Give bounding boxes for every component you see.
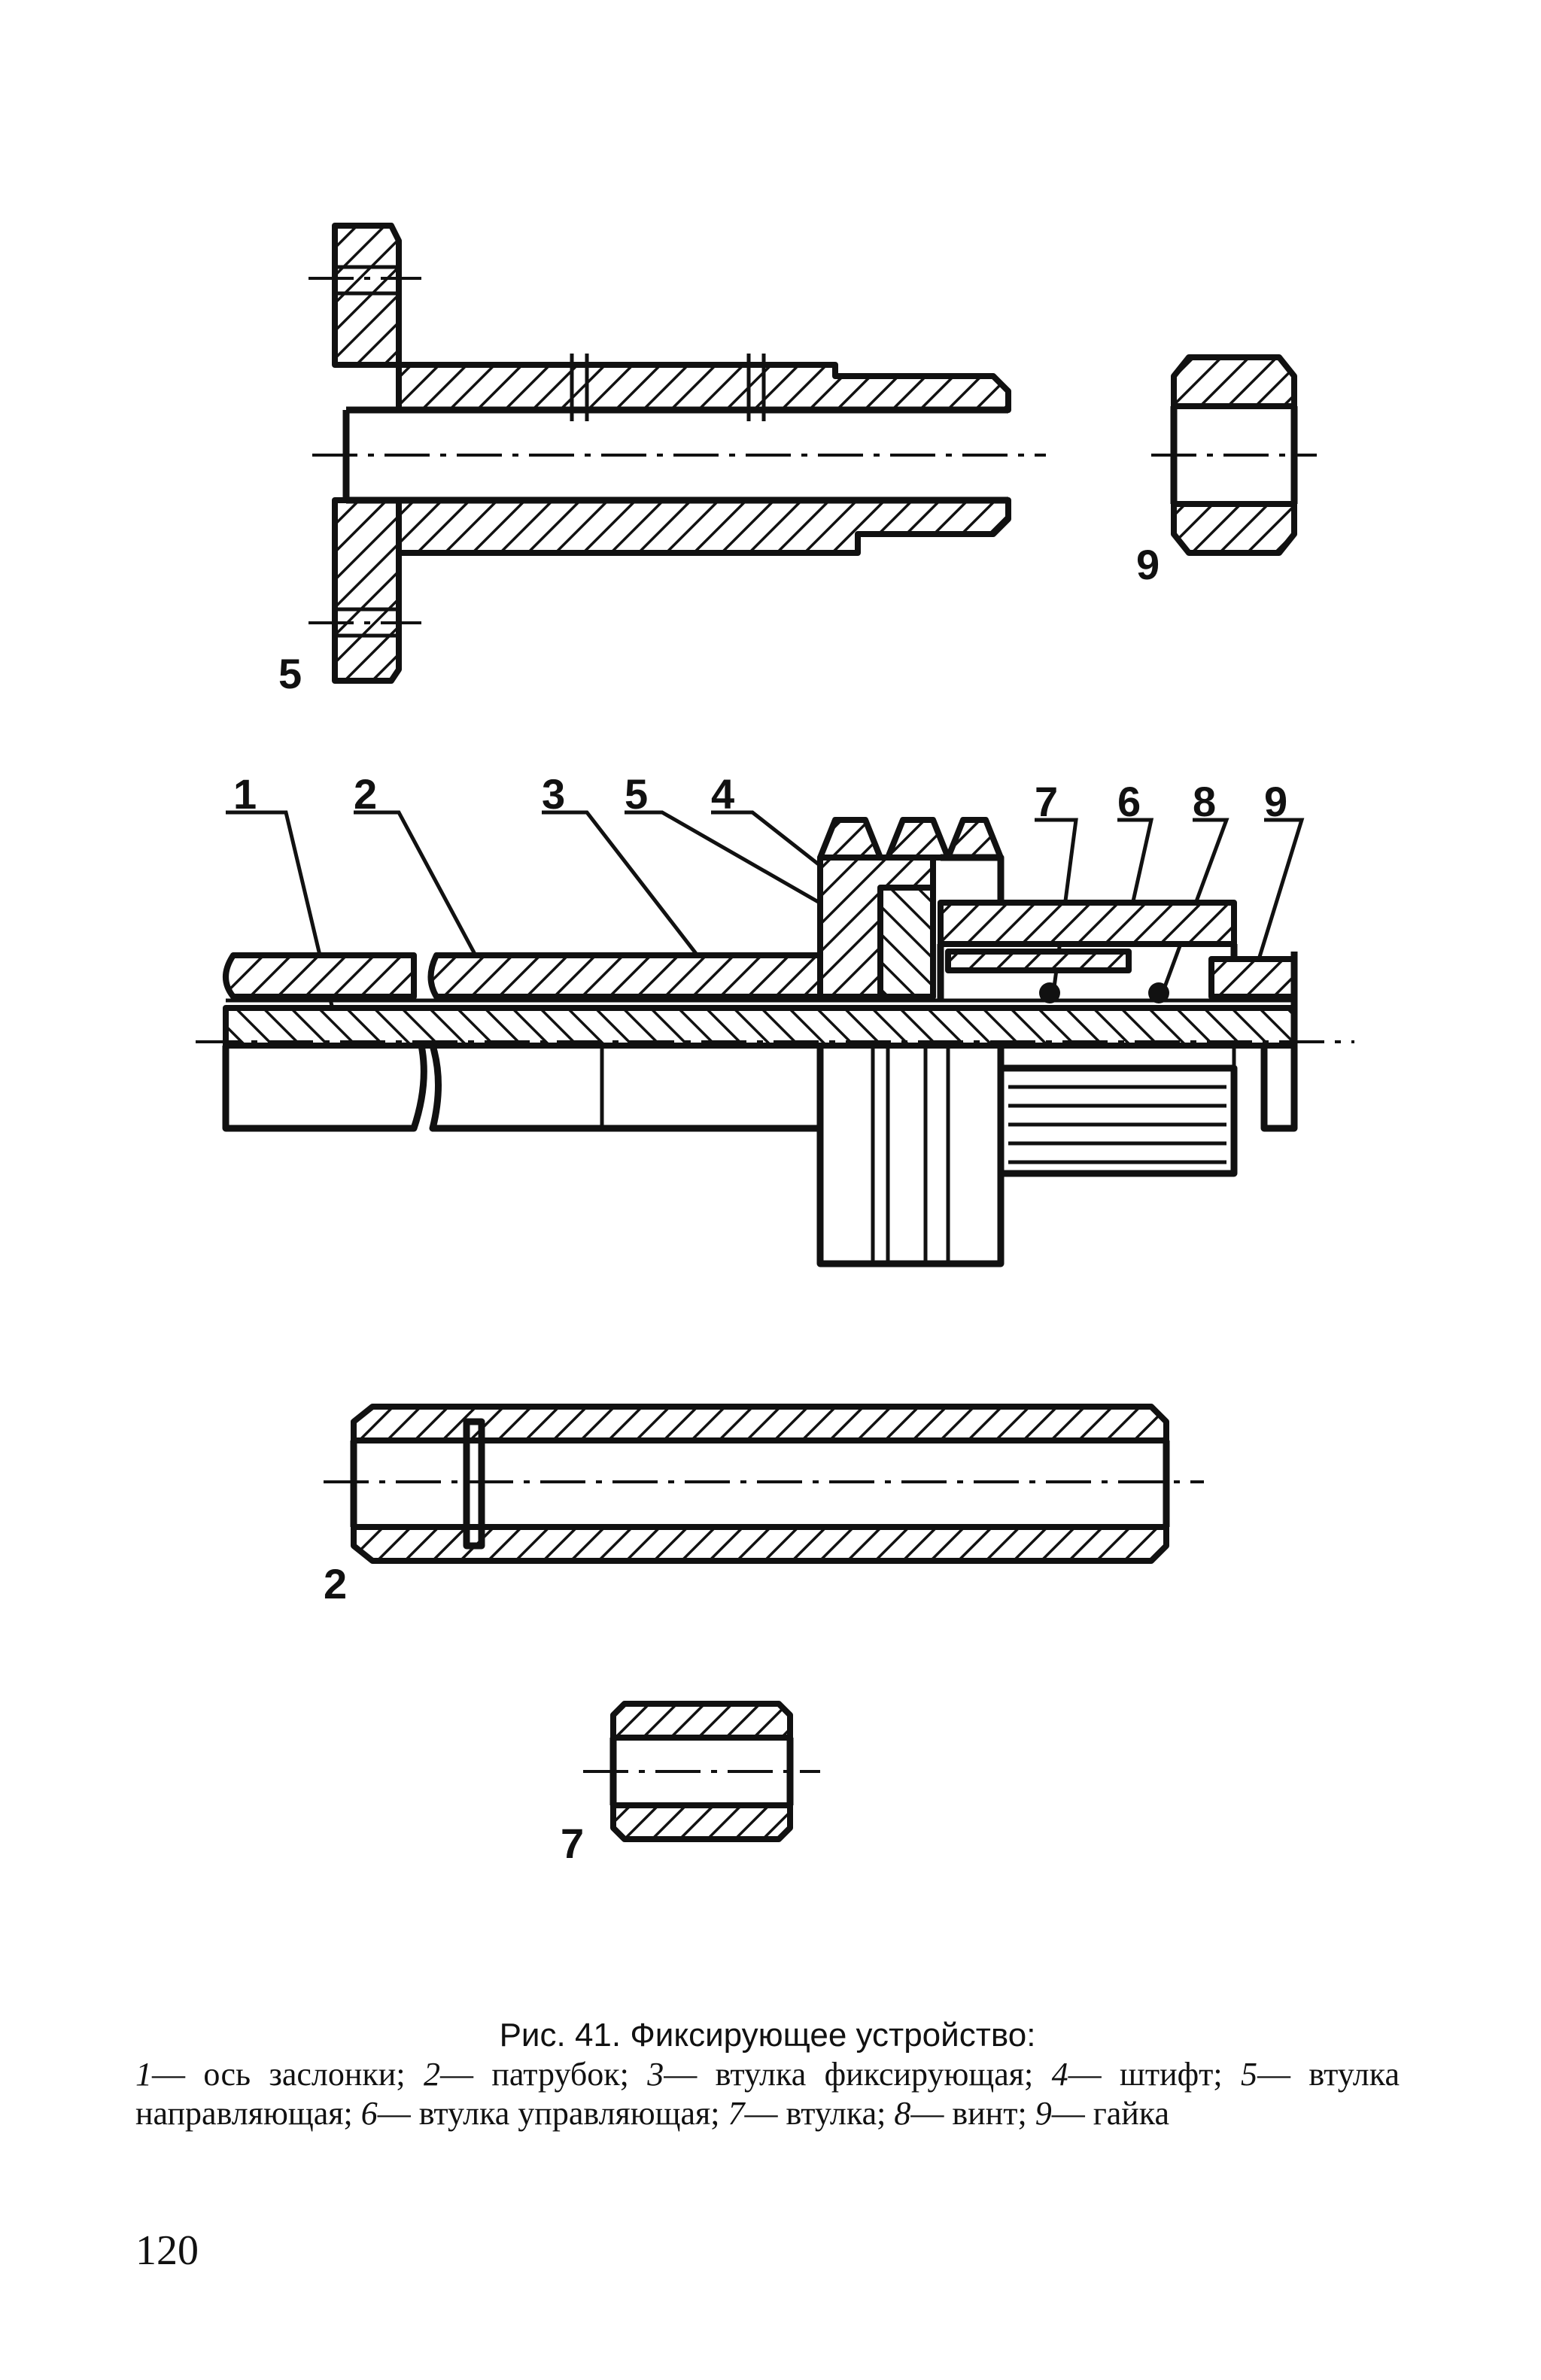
caption-title: Рис. 41. Фиксирующее устройство: — [499, 2017, 1036, 2054]
label-6: 6 — [1117, 778, 1141, 825]
figure-caption: Рис. 41. Фиксирующее устройство: 1— ось … — [135, 2016, 1400, 2133]
legend-num: 9 — [1035, 2095, 1052, 2132]
label-7: 7 — [1035, 778, 1058, 825]
legend-text: — втулка фиксирующая; — [664, 2056, 1052, 2093]
label-2: 2 — [354, 770, 377, 818]
label-1: 1 — [233, 770, 257, 818]
label-4: 4 — [711, 770, 734, 818]
legend-num: 5 — [1241, 2056, 1258, 2093]
legend-num: 7 — [728, 2095, 745, 2132]
label-part-7: 7 — [561, 1820, 584, 1867]
legend-text: — втулка направляющая; — [135, 2056, 1400, 2132]
part-9-nut: 9 — [1136, 354, 1317, 588]
label-9: 9 — [1264, 778, 1287, 825]
part-5-guide-bushing: 5 — [278, 223, 1046, 697]
legend-num: 4 — [1051, 2056, 1068, 2093]
label-part-5: 5 — [278, 650, 302, 697]
technical-drawing: 5 9 1 2 3 5 4 7 6 8 9 — [196, 223, 1354, 1867]
legend-num: 8 — [894, 2095, 911, 2132]
part-2-pipe: 2 — [324, 1404, 1204, 1607]
legend-text: — штифт; — [1068, 2056, 1242, 2093]
legend-num: 2 — [423, 2056, 440, 2093]
label-part-9: 9 — [1136, 541, 1160, 588]
page-number: 120 — [135, 2227, 199, 2274]
legend-num: 6 — [360, 2095, 378, 2132]
legend-num: 1 — [135, 2056, 152, 2093]
legend-text: — патрубок; — [439, 2056, 648, 2093]
part-7-bushing: 7 — [561, 1701, 820, 1867]
legend-text: — гайка — [1051, 2095, 1170, 2132]
legend-text: — втулка управляющая; — [377, 2095, 728, 2132]
label-5: 5 — [625, 770, 648, 818]
legend-num: 3 — [647, 2056, 664, 2093]
legend-text: — ось заслонки; — [152, 2056, 424, 2093]
assembly-view: 1 2 3 5 4 7 6 8 9 — [196, 770, 1354, 1267]
legend-text: — винт; — [910, 2095, 1035, 2132]
label-3: 3 — [542, 770, 565, 818]
label-8: 8 — [1193, 778, 1216, 825]
label-part-2: 2 — [324, 1560, 347, 1607]
legend-text: — втулка; — [744, 2095, 895, 2132]
caption-legend: 1— ось заслонки; 2— патрубок; 3— втулка … — [135, 2055, 1400, 2133]
